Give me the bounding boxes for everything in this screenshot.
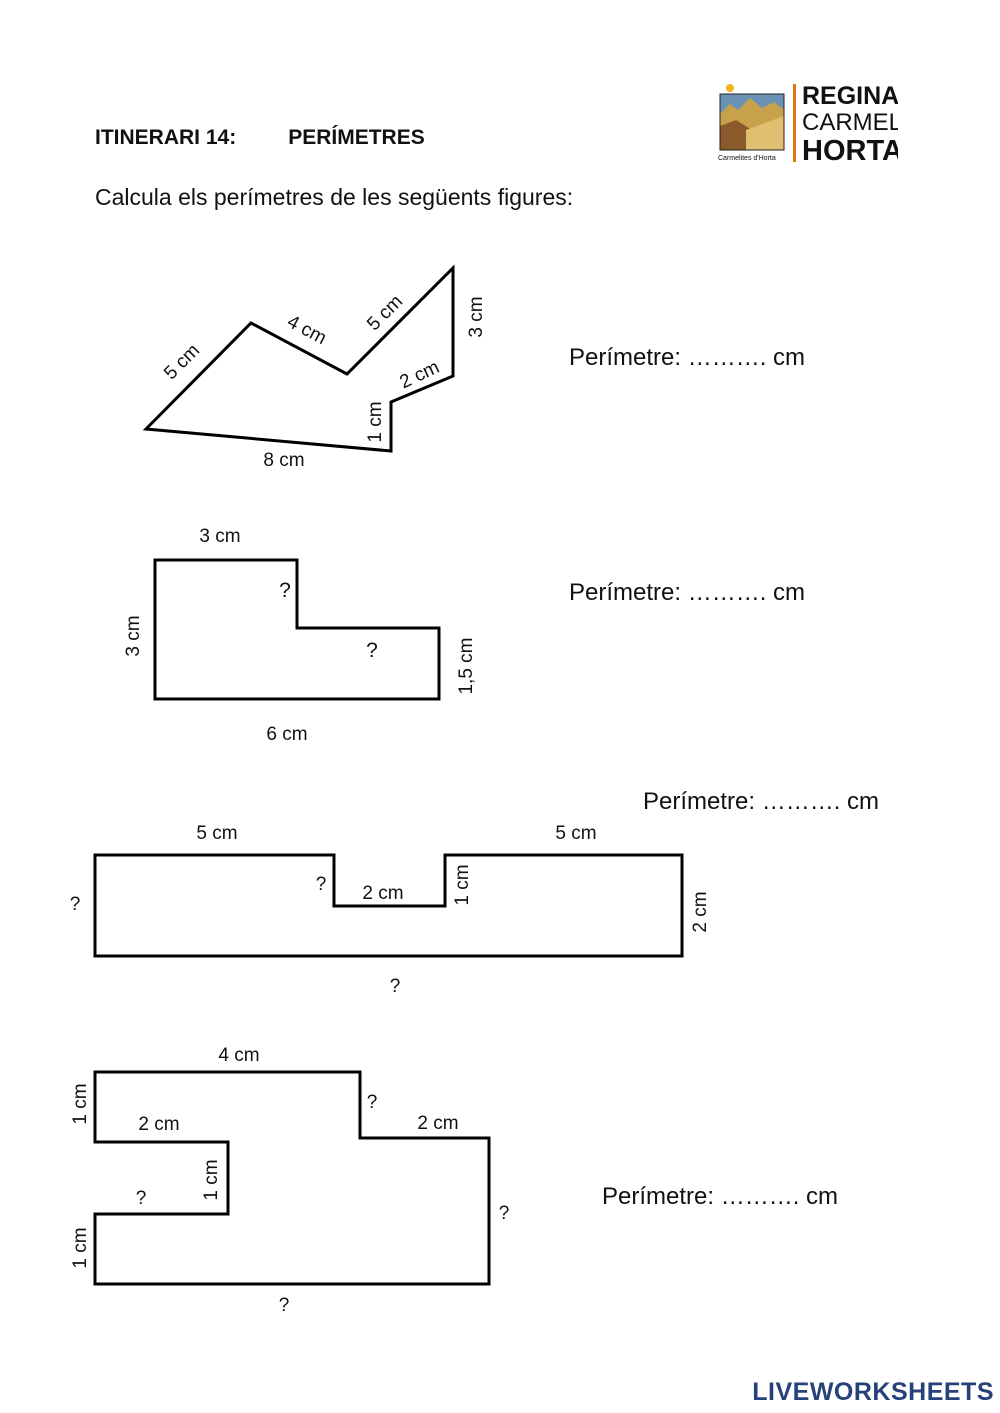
fig4-label-right: ? bbox=[499, 1203, 510, 1224]
liveworksheets-watermark: LIVEWORKSHEETS bbox=[752, 1378, 994, 1406]
fig2-label-top: 3 cm bbox=[199, 526, 240, 547]
fig4-label-left-top: 1 cm bbox=[70, 1083, 91, 1124]
logo-divider bbox=[793, 84, 796, 162]
fig4-label-top: 4 cm bbox=[218, 1045, 259, 1066]
answer-field-4[interactable]: Perímetre: ………. cm bbox=[602, 1183, 839, 1210]
fig2-label-left: 3 cm bbox=[123, 615, 144, 656]
fig4-label-step-top: 2 cm bbox=[138, 1114, 179, 1135]
figure-1-shape bbox=[142, 264, 455, 453]
logo-line1: REGINA bbox=[802, 82, 898, 110]
fig3-label-left: ? bbox=[70, 894, 81, 915]
figure-3-shape bbox=[93, 853, 684, 958]
fig1-label-g: 8 cm bbox=[263, 450, 304, 471]
fig4-label-step-right: 2 cm bbox=[417, 1113, 458, 1134]
logo-caption: Carmelites d'Horta bbox=[718, 155, 776, 162]
answer-field-1[interactable]: Perímetre: ………. cm bbox=[569, 344, 806, 371]
topic-label: PERÍMETRES bbox=[288, 126, 425, 149]
logo-line3: HORTA bbox=[802, 135, 898, 166]
fig4-label-inner-vert: 1 cm bbox=[201, 1159, 222, 1200]
fig4-label-bottom: ? bbox=[279, 1295, 290, 1316]
fig1-label-f: 1 cm bbox=[365, 401, 386, 442]
fig1-label-d: 3 cm bbox=[466, 296, 487, 337]
fig3-label-bottom: ? bbox=[390, 976, 401, 997]
school-logo: Carmelites d'Horta REGINA CARMELI HORTA bbox=[718, 82, 898, 166]
fig3-label-notch-left: ? bbox=[316, 874, 327, 895]
fig4-label-q-step: ? bbox=[367, 1092, 378, 1113]
fig1-label-c: 5 cm bbox=[363, 291, 407, 335]
answer-field-3[interactable]: Perímetre: ………. cm bbox=[643, 788, 880, 815]
figure-4-shape bbox=[93, 1070, 491, 1286]
figure-2-shape bbox=[153, 558, 441, 701]
fig2-label-bottom: 6 cm bbox=[266, 724, 307, 745]
fig2-label-q1: ? bbox=[279, 579, 291, 602]
answer-field-2[interactable]: Perímetre: ………. cm bbox=[569, 579, 806, 606]
logo-line2: CARMELI bbox=[802, 109, 898, 136]
logo-emblem bbox=[719, 84, 785, 151]
instruction-text: Calcula els perímetres de les següents f… bbox=[95, 184, 574, 210]
fig3-label-right: 2 cm bbox=[690, 891, 711, 932]
fig3-label-top-right: 5 cm bbox=[555, 823, 596, 844]
fig2-label-right: 1,5 cm bbox=[456, 637, 477, 694]
fig3-label-notch-bottom: 2 cm bbox=[362, 883, 403, 904]
fig3-label-notch-right: 1 cm bbox=[452, 864, 473, 905]
itinerary-label: ITINERARI 14: bbox=[95, 126, 237, 149]
fig3-label-top-left: 5 cm bbox=[196, 823, 237, 844]
fig4-label-q-inner: ? bbox=[136, 1188, 147, 1209]
fig4-label-left-bottom: 1 cm bbox=[70, 1227, 91, 1268]
fig2-label-q2: ? bbox=[366, 639, 378, 662]
page-title: ITINERARI 14: PERÍMETRES bbox=[95, 126, 425, 150]
fig1-label-e: 2 cm bbox=[397, 357, 443, 393]
